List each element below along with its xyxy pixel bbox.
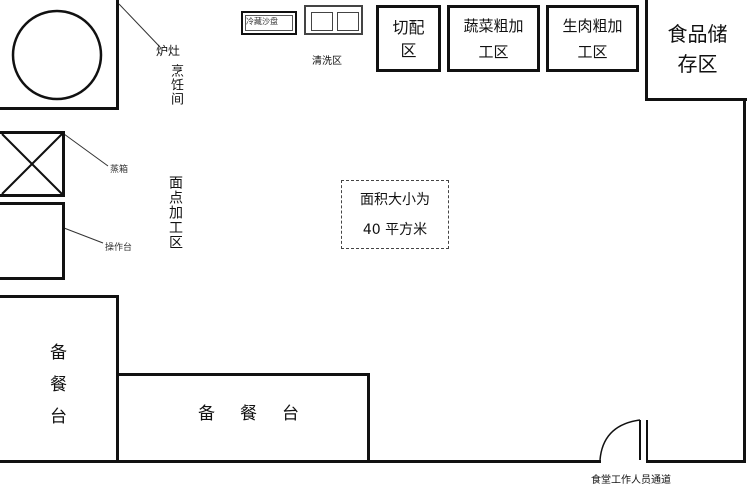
steamer-cross-2: [1, 133, 63, 195]
stove-leader-line: [118, 3, 161, 48]
worktable-box: [0, 202, 65, 280]
vegetable-area-label-2: 工区: [478, 42, 509, 61]
worktable-label: 操作台: [105, 243, 133, 253]
storage-label-1: 食品储: [667, 22, 728, 46]
staff-passage-label: 食堂工作人员通道: [591, 475, 671, 486]
wash-sink: [304, 5, 363, 35]
cutting-area-label-2: 区: [400, 40, 417, 60]
area-note-line-1: 面积大小为: [360, 191, 430, 208]
serving-left-char-2: 餐: [50, 375, 67, 395]
stove-room: [0, 0, 119, 110]
cutting-area-label-1: 切配: [392, 17, 425, 37]
sink-basin-label: 冷藏沙盘: [246, 17, 278, 26]
steamer-box: [0, 131, 65, 197]
door-arc-icon: [599, 419, 641, 461]
steamer-label: 蒸箱: [110, 165, 129, 175]
serving-left-char-1: 备: [50, 343, 67, 363]
meat-area-label-2: 工区: [577, 42, 608, 61]
serving-table-bottom: [116, 373, 370, 463]
pastry-area-label: 面点加工区: [167, 175, 183, 250]
storage-area: 食品储 存区: [645, 0, 747, 101]
serving-left-char-3: 台: [50, 407, 67, 427]
area-note-box: 面积大小为 40 平方米: [341, 180, 449, 249]
outer-wall-bottom-right: [646, 460, 746, 463]
cooking-room-label: 烹饪间: [168, 64, 183, 106]
cutting-area: 切配 区: [376, 5, 441, 72]
sink-bowl-right: [337, 12, 359, 31]
vegetable-area-label-1: 蔬菜粗加: [463, 16, 524, 35]
area-note-line-2: 40 平方米: [362, 221, 428, 238]
wash-area-label: 清洗区: [312, 56, 342, 67]
storage-label-2: 存区: [677, 52, 718, 76]
vegetable-area: 蔬菜粗加 工区: [447, 5, 540, 72]
outer-wall-right: [743, 100, 746, 462]
sink-basin: [241, 11, 297, 35]
serving-bottom-label: 备 餐 台: [198, 404, 303, 424]
stove-icon: [11, 9, 103, 101]
worktable-leader-line: [63, 227, 104, 244]
meat-area: 生肉粗加 工区: [546, 5, 639, 72]
meat-area-label-1: 生肉粗加: [562, 16, 623, 35]
stove-label: 炉灶: [156, 44, 181, 58]
sink-bowl-left: [311, 12, 333, 31]
steamer-leader-line: [63, 133, 109, 167]
outer-wall-bottom: [368, 460, 601, 463]
